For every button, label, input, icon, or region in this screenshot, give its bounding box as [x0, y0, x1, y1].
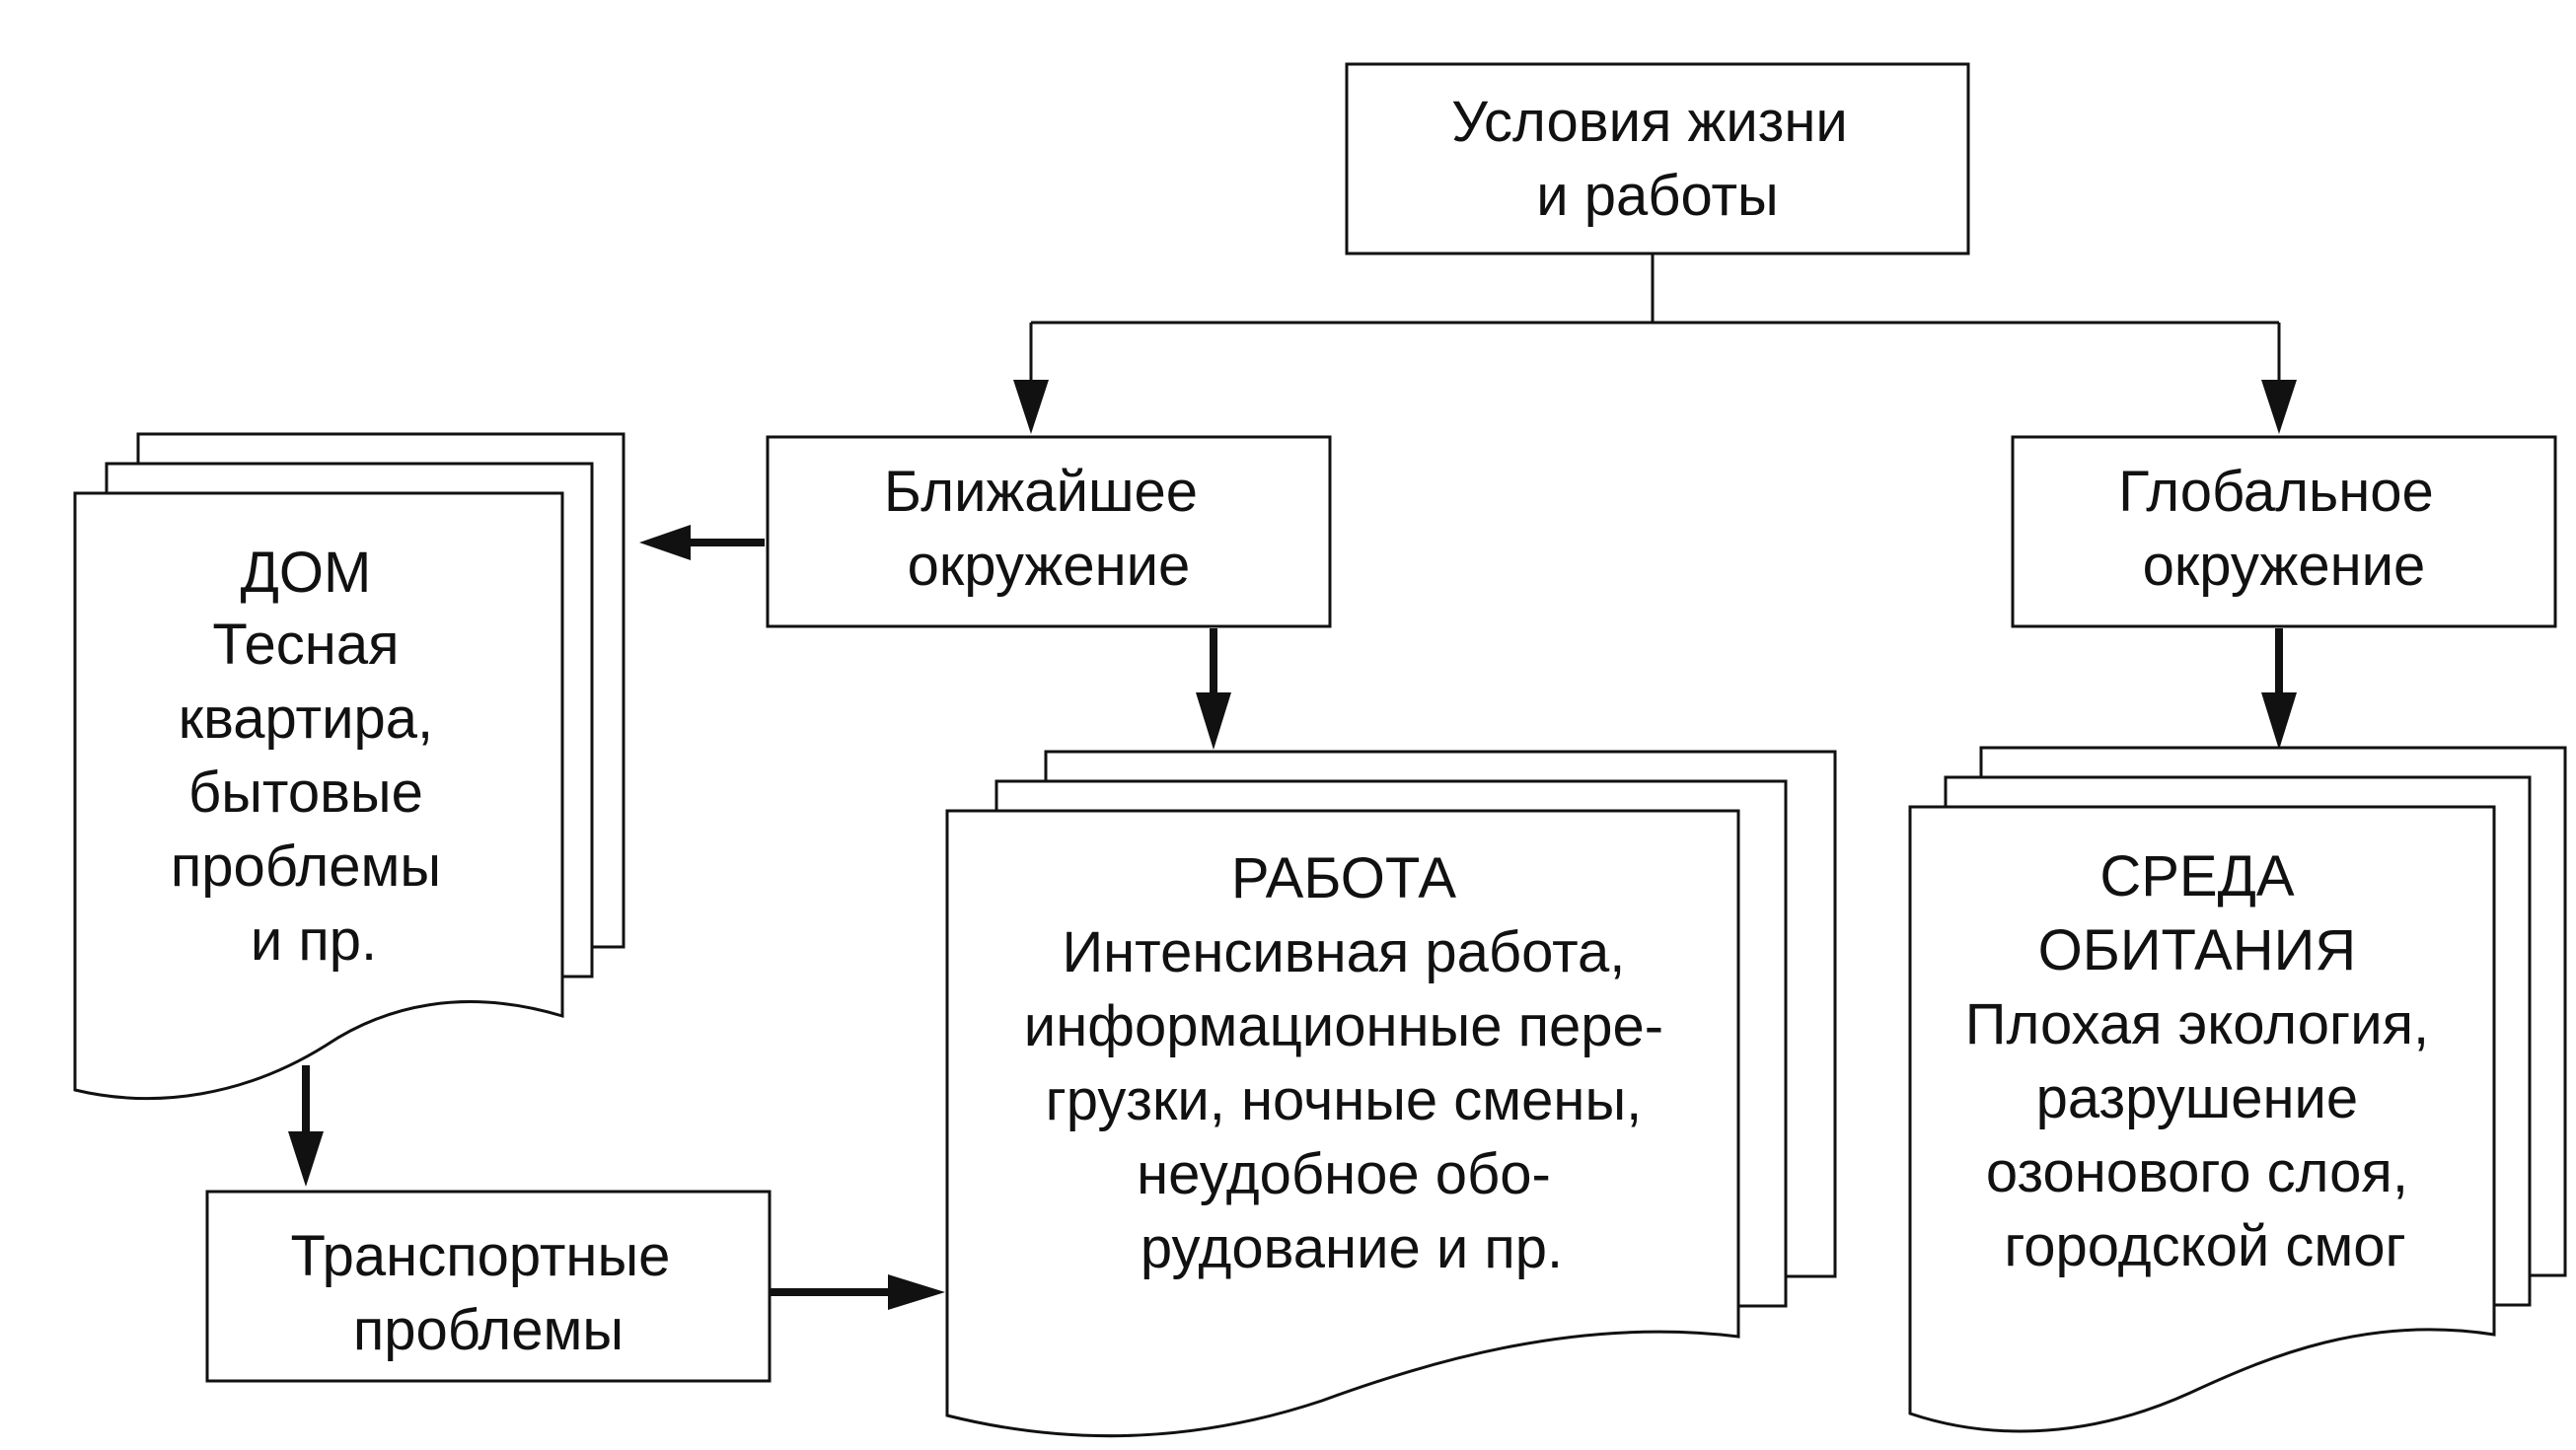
node-home-line: проблемы — [171, 834, 441, 899]
node-transport-label: Транспортные проблемы — [290, 1224, 686, 1362]
node-global-box — [2011, 435, 2557, 628]
node-habitat-line: разрушение — [2036, 1066, 2359, 1130]
node-transport-line: проблемы — [353, 1298, 624, 1362]
edge-transport-to-work — [770, 1274, 945, 1310]
node-global: Глобальное окружение — [2011, 435, 2557, 628]
node-work-line: рудование и пр. — [1141, 1216, 1563, 1280]
node-habitat-line: Плохая экология, — [1965, 992, 2429, 1056]
node-immediate: Ближайшее окружение — [766, 435, 1332, 628]
node-conditions-line: и работы — [1536, 164, 1778, 228]
edge-global-to-habitat — [2261, 628, 2297, 750]
node-home-line: ДОМ — [241, 541, 372, 605]
node-global-label: Глобальное окружение — [2118, 460, 2450, 598]
doc-sheet-front — [1908, 805, 2496, 1433]
node-work-line: неудобное обо- — [1137, 1142, 1551, 1206]
node-habitat-line: СРЕДА — [2099, 844, 2295, 908]
node-habitat-line: городской смог — [2004, 1214, 2405, 1278]
edge-home-to-transport — [288, 1065, 324, 1187]
node-conditions-label: Условия жизни и работы — [1451, 90, 1864, 228]
node-habitat-line: озонового слоя, — [1986, 1140, 2408, 1204]
node-work-line: РАБОТА — [1231, 846, 1457, 910]
node-immediate-box — [766, 435, 1332, 628]
node-immediate-line: Ближайшее — [884, 460, 1198, 524]
node-transport-line: Транспортные — [290, 1224, 670, 1288]
node-work-line: Интенсивная работа, — [1062, 920, 1625, 984]
node-habitat-label: СРЕДА ОБИТАНИЯ Плохая экология, разрушен… — [1965, 844, 2445, 1278]
node-work-label: РАБОТА Интенсивная работа, информационны… — [1024, 846, 1679, 1280]
edge-immediate-to-home — [639, 525, 765, 560]
node-conditions-box — [1345, 62, 1970, 255]
connectors — [288, 254, 2297, 1310]
node-work-line: информационные пере- — [1024, 994, 1663, 1058]
node-home-line: квартира, — [179, 687, 433, 751]
node-work-line: грузки, ночные смены, — [1046, 1068, 1643, 1132]
node-conditions: Условия жизни и работы — [1345, 62, 1970, 255]
doc-sheet-front — [945, 809, 1740, 1438]
doc-sheet-front — [73, 491, 564, 1101]
node-home-label: ДОМ Тесная квартира, бытовые проблемы и … — [171, 541, 457, 973]
node-transport-box — [205, 1190, 772, 1383]
node-global-line: окружение — [2143, 534, 2426, 598]
node-conditions-line: Условия жизни — [1451, 90, 1848, 154]
node-home-line: Тесная — [212, 613, 399, 677]
node-immediate-line: окружение — [908, 534, 1191, 598]
node-home: ДОМ Тесная квартира, бытовые проблемы и … — [73, 432, 626, 1101]
node-home-line: и пр. — [251, 908, 377, 973]
node-work: РАБОТА Интенсивная работа, информационны… — [945, 750, 1837, 1438]
node-habitat-line: ОБИТАНИЯ — [2038, 918, 2357, 982]
edge-conditions-branches — [1013, 254, 2297, 434]
node-habitat: СРЕДА ОБИТАНИЯ Плохая экология, разрушен… — [1908, 746, 2567, 1433]
node-global-line: Глобальное — [2118, 460, 2434, 524]
edge-immediate-to-work — [1196, 628, 1231, 750]
node-transport: Транспортные проблемы — [205, 1190, 772, 1383]
node-home-line: бытовые — [188, 761, 423, 825]
node-immediate-label: Ближайшее окружение — [884, 460, 1214, 598]
